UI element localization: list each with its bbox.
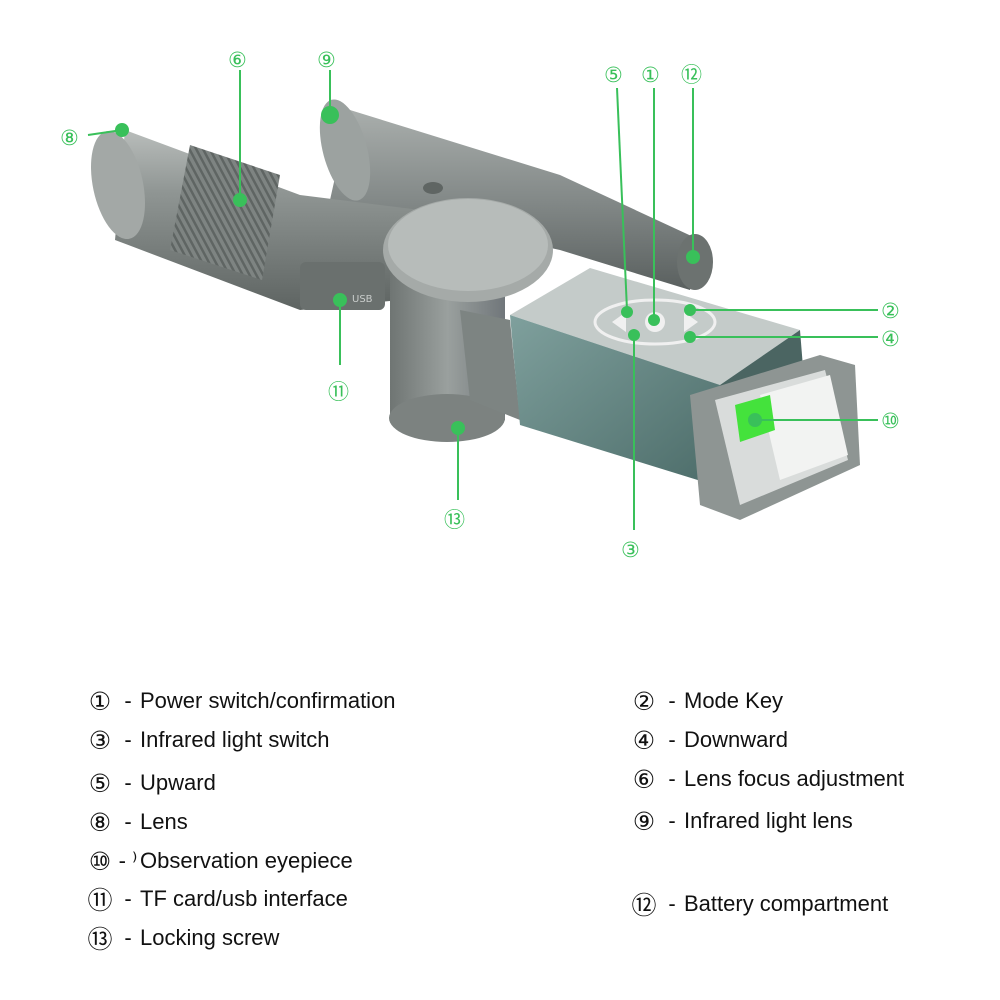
- legend-label: Downward: [684, 727, 788, 752]
- legend-label: Lens focus adjustment: [684, 766, 905, 791]
- legend-label: Infrared light lens: [684, 808, 853, 833]
- callout-10: ⑩: [881, 409, 900, 433]
- legend-dash: -: [668, 891, 676, 916]
- eyepiece: [690, 355, 860, 520]
- legend-num: ⑧: [88, 807, 112, 837]
- callout-9: ⑨: [317, 48, 336, 72]
- legend-item-9: ⑨ - Infrared light lens: [628, 804, 853, 838]
- legend-item-3: ③ - Infrared light switch: [84, 723, 330, 757]
- locking-hub: [383, 198, 553, 442]
- legend-label: Observation eyepiece: [140, 848, 353, 873]
- legend-label: Power switch/confirmation: [140, 688, 396, 713]
- legend-num: ⑤: [88, 768, 112, 798]
- callout-lines: [87, 70, 878, 530]
- legend-dash: -: [124, 925, 132, 950]
- callout-1: ①: [641, 63, 660, 87]
- callout-2: ②: [881, 299, 900, 323]
- legend-label: Lens: [140, 809, 188, 834]
- legend-num: ⑩: [88, 846, 112, 876]
- legend-label: Infrared light switch: [140, 727, 330, 752]
- callout-13: ⑬: [444, 508, 465, 532]
- callout-12: ⑫: [681, 63, 702, 87]
- legend-num: ③: [88, 725, 112, 755]
- legend-num: ②: [632, 686, 656, 716]
- callout-numbers: ⑧ ⑥ ⑨ ⑤ ① ⑫ ② ④ ⑩ ⑪ ⑬ ③: [60, 48, 900, 562]
- legend-item-13: ⑬ - Locking screw: [84, 921, 279, 955]
- legend-item-6: ⑥ - Lens focus adjustment: [628, 762, 904, 796]
- legend-dash: - ⁾: [118, 848, 138, 873]
- legend-num: ⑨: [632, 806, 656, 836]
- callout-6: ⑥: [228, 48, 247, 72]
- callout-8: ⑧: [60, 126, 79, 150]
- callout-11: ⑪: [328, 380, 349, 404]
- legend-label: Mode Key: [684, 688, 784, 713]
- legend-item-10: ⑩ - ⁾ Observation eyepiece: [84, 844, 353, 878]
- legend-dash: -: [668, 808, 676, 833]
- legend-item-12: ⑫ - Battery compartment: [628, 887, 888, 921]
- legend-dash: -: [124, 727, 132, 752]
- legend-label: Battery compartment: [684, 891, 889, 916]
- legend-label: TF card/usb interface: [140, 886, 348, 911]
- infrared-light-tube: [319, 99, 713, 290]
- legend-item-8: ⑧ - Lens: [84, 805, 188, 839]
- legend-dash: -: [668, 766, 676, 791]
- legend-num: ④: [632, 725, 656, 755]
- legend-item-4: ④ - Downward: [628, 723, 788, 757]
- legend-num: ⑬: [87, 925, 113, 954]
- legend-dash: -: [124, 809, 132, 834]
- legend-item-2: ② - Mode Key: [628, 684, 783, 718]
- legend-item-5: ⑤ - Upward: [84, 766, 216, 800]
- lens-tube: USB: [91, 130, 420, 310]
- legend-num: ①: [88, 686, 112, 716]
- legend-dash: -: [124, 770, 132, 795]
- legend-item-11: ⑪ - TF card/usb interface: [84, 882, 348, 916]
- legend-dash: -: [668, 727, 676, 752]
- legend-num: ⑪: [87, 886, 113, 915]
- callout-4: ④: [881, 327, 900, 351]
- legend-label: Upward: [140, 770, 216, 795]
- legend-dash: -: [124, 886, 132, 911]
- device-diagram: USB: [60, 48, 900, 562]
- legend-item-1: ① - Power switch/confirmation: [84, 684, 396, 718]
- legend-num: ⑫: [631, 891, 657, 920]
- callout-3: ③: [621, 538, 640, 562]
- legend-num: ⑥: [632, 764, 656, 794]
- legend-label: Locking screw: [140, 925, 280, 950]
- usb-port-label: USB: [352, 294, 373, 305]
- callout-5: ⑤: [604, 63, 623, 87]
- legend-dash: -: [668, 688, 676, 713]
- legend-dash: -: [124, 688, 132, 713]
